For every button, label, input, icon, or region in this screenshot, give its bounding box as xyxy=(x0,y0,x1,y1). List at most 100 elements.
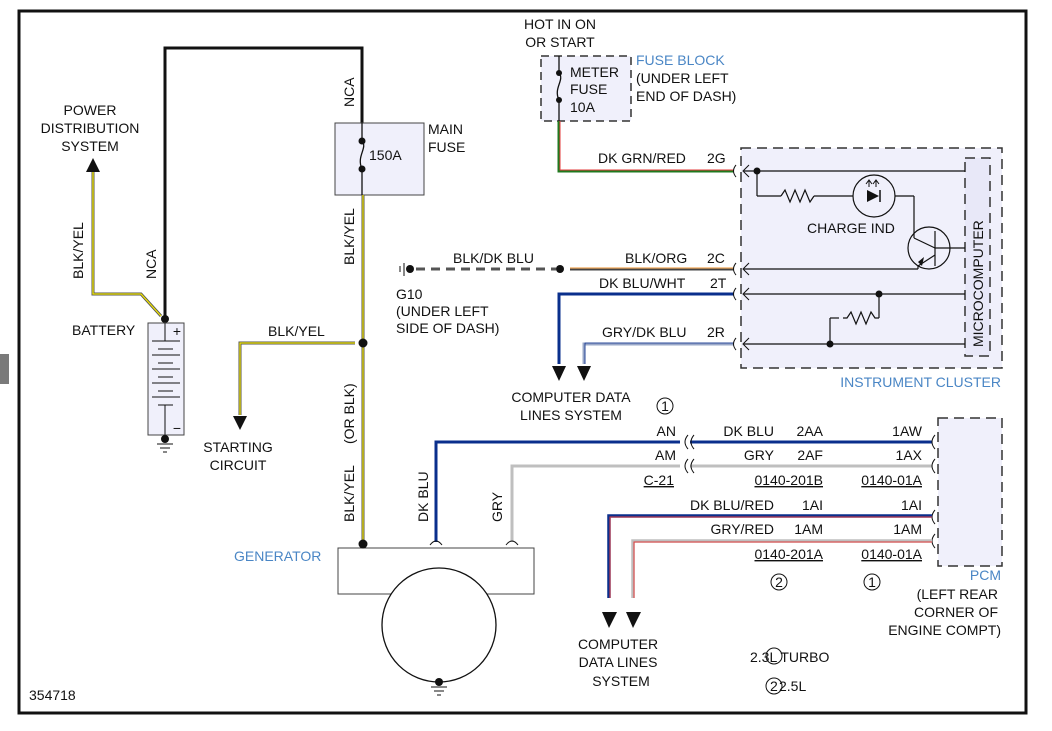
fuse-icon xyxy=(358,123,366,195)
wire-blk-yel-start xyxy=(239,342,355,415)
connector-0140-201a-label[interactable]: 0140-201A xyxy=(754,546,823,562)
battery-minus: − xyxy=(173,420,181,436)
computer-data-lines-top-2: LINES SYSTEM xyxy=(520,407,622,423)
wire-gry-gen xyxy=(510,464,680,542)
wire-label-blk-yel-pds: BLK/YEL xyxy=(70,222,86,279)
wire-dk-blu-red-outer xyxy=(607,514,932,598)
instrument-cluster-box xyxy=(740,147,1003,369)
ground-g10-icon xyxy=(399,263,414,276)
starting-circuit-label-1: STARTING xyxy=(203,439,273,455)
arrow-down-icon xyxy=(626,612,641,628)
wire-gry-red-outer xyxy=(631,539,932,598)
wire-label-blk-yel-start: BLK/YEL xyxy=(268,323,325,339)
main-fuse-label-1: MAIN xyxy=(428,121,463,137)
splice-dot xyxy=(556,265,564,273)
transistor-emitter-arrow xyxy=(918,257,924,266)
diagram-frame xyxy=(17,9,1028,715)
marker-number: 1 xyxy=(661,398,669,414)
pin-label-1ai-mid: 1AI xyxy=(802,497,823,513)
wire-gry-red xyxy=(633,541,932,598)
generator-b-plus-terminal xyxy=(358,539,368,549)
pds-label-3: SYSTEM xyxy=(61,138,119,154)
pin-label-2aa: 2AA xyxy=(797,423,824,439)
arrow-down-icon xyxy=(577,366,591,381)
wire-label-nca-fuse: NCA xyxy=(341,77,357,107)
pcm-location-2: CORNER OF xyxy=(914,604,998,620)
side-panel-tab[interactable] xyxy=(0,354,9,384)
connector-0140-201b-label[interactable]: 0140-201B xyxy=(754,472,823,488)
generator-ground-dot xyxy=(435,678,443,686)
pin-label-2t: 2T xyxy=(710,275,727,291)
ground-g10-label: G10 xyxy=(396,286,423,302)
wire-label-blk-yel-fuse: BLK/YEL xyxy=(341,208,357,265)
legend-item-1-text: 2.3L TURBO xyxy=(750,649,829,665)
charge-indicator-circuit xyxy=(744,170,965,345)
legend-item-2-marker: 2 xyxy=(770,678,778,694)
pin-label-an: AN xyxy=(657,423,676,439)
led-icon xyxy=(867,190,879,202)
pds-label-1: POWER xyxy=(64,102,117,118)
pin-label-1aw: 1AW xyxy=(892,423,923,439)
computer-data-lines-bottom-3: SYSTEM xyxy=(592,673,650,689)
wire-gry-dk-blu xyxy=(582,342,734,364)
meter-fuse-label-3: 10A xyxy=(570,99,596,115)
connector-0140-01a-label-2[interactable]: 0140-01A xyxy=(861,546,922,562)
connector-0140-01a-label[interactable]: 0140-01A xyxy=(861,472,922,488)
wire-label-dk-blu-pcm: DK BLU xyxy=(723,423,774,439)
pcm-title: PCM xyxy=(970,567,1001,583)
wire-label-gry-gen: GRY xyxy=(489,491,505,522)
pin-label-1ai-right: 1AI xyxy=(901,497,922,513)
wire-label-nca-battery: NCA xyxy=(143,249,159,279)
computer-data-lines-bottom-2: DATA LINES xyxy=(579,654,658,670)
connector-c21-icon xyxy=(684,434,936,549)
wire-blk-yel-pds xyxy=(92,172,162,317)
pin-label-2af: 2AF xyxy=(797,447,823,463)
connector-icon xyxy=(733,164,750,351)
fuse-block-location-2: END OF DASH) xyxy=(636,88,736,104)
wire-label-blk-dk-blu: BLK/DK BLU xyxy=(453,250,534,266)
light-emission-icon xyxy=(865,179,880,187)
connector-c21-label[interactable]: C-21 xyxy=(644,472,675,488)
pin-label-1am-right: 1AM xyxy=(893,521,922,537)
wire-dk-grn-red-outer xyxy=(557,121,734,173)
wire-label-dk-blu-gen: DK BLU xyxy=(415,471,431,522)
battery-plus: + xyxy=(173,323,181,339)
computer-data-lines-bottom-1: COMPUTER xyxy=(578,636,658,652)
legend-marker-circle xyxy=(765,677,783,695)
wire-dk-grn-red xyxy=(559,121,734,171)
generator-symbol xyxy=(381,567,497,683)
microcomputer-box xyxy=(964,157,991,357)
marker-number: 2 xyxy=(775,574,783,590)
charge-ind-label: CHARGE IND xyxy=(807,220,895,236)
pin-label-1ax: 1AX xyxy=(896,447,923,463)
splice-dot xyxy=(753,167,761,175)
connector-icon xyxy=(429,540,443,546)
pcm-box xyxy=(937,417,1003,567)
legend-marker-circle xyxy=(765,647,783,665)
main-fuse-label-2: FUSE xyxy=(428,139,465,155)
wire-label-gry-pcm: GRY xyxy=(744,447,775,463)
wire-label-dk-grn-red: DK GRN/RED xyxy=(598,150,686,166)
wire-label-or-blk: (OR BLK) xyxy=(341,383,357,444)
pin-label-am: AM xyxy=(655,447,676,463)
wire-label-dk-blu-wht: DK BLU/WHT xyxy=(599,275,686,291)
hot-in-label-1: HOT IN ON xyxy=(524,16,596,32)
meter-fuse-label-1: METER xyxy=(570,64,619,80)
main-fuse-rating: 150A xyxy=(369,147,402,163)
hot-in-label-2: OR START xyxy=(525,34,595,50)
legend-item-2-text: 2.5L xyxy=(779,678,806,694)
pcm-location-1: (LEFT REAR xyxy=(917,586,998,602)
instrument-cluster-title: INSTRUMENT CLUSTER xyxy=(840,374,1001,390)
pcm-location-3: ENGINE COMPT) xyxy=(888,622,1001,638)
arrow-down-icon xyxy=(552,366,566,381)
splice-dot xyxy=(826,340,834,348)
pds-label-2: DISTRIBUTION xyxy=(41,120,140,136)
arrow-down-icon xyxy=(602,612,617,628)
arrow-down-icon xyxy=(233,416,247,430)
meter-fuse-label-2: FUSE xyxy=(570,81,607,97)
splice-dot xyxy=(875,290,883,298)
fuse-block-location-1: (UNDER LEFT xyxy=(636,70,729,86)
pin-label-2c: 2C xyxy=(707,250,725,266)
pin-label-1am-mid: 1AM xyxy=(794,521,823,537)
